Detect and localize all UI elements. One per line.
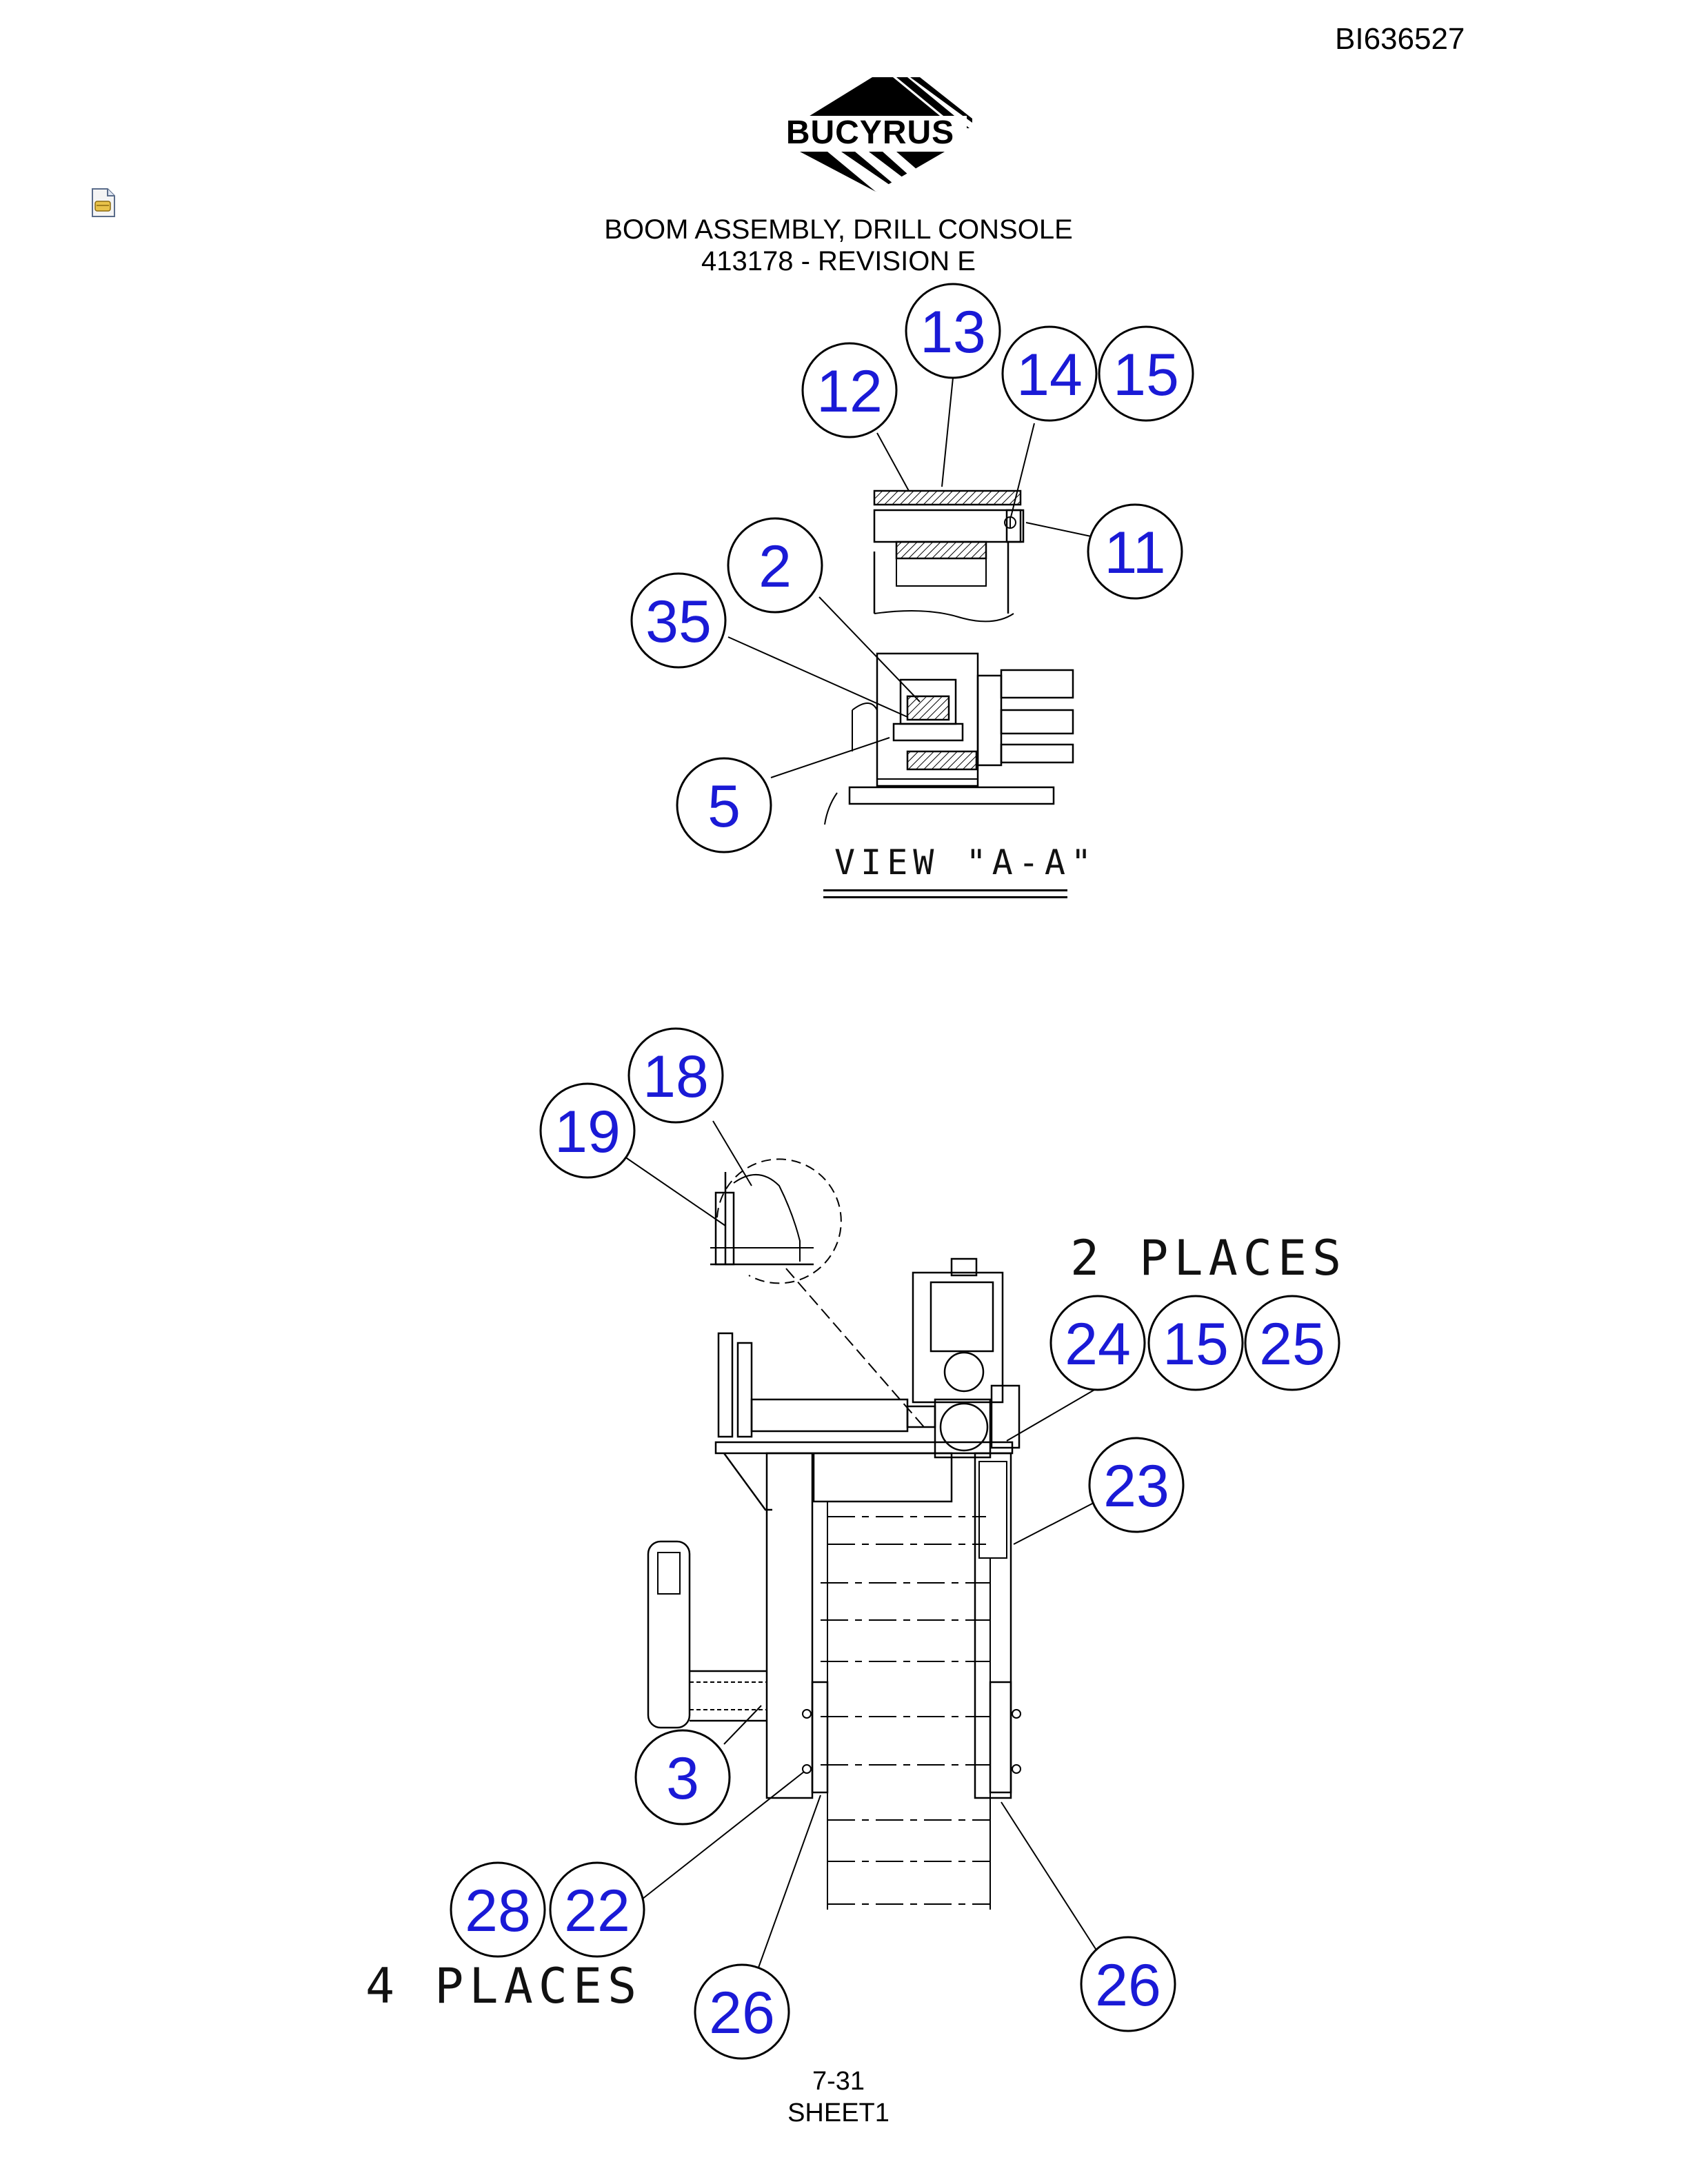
svg-text:5: 5 bbox=[707, 774, 741, 840]
svg-text:14: 14 bbox=[1016, 342, 1083, 408]
balloon-5: 5 bbox=[676, 757, 772, 853]
svg-text:25: 25 bbox=[1259, 1311, 1325, 1377]
view-underline-2 bbox=[823, 896, 1067, 898]
balloon-24: 24 bbox=[1049, 1295, 1146, 1391]
bucyrus-logo-icon: BUCYRUS bbox=[781, 77, 972, 192]
balloon-15-lower: 15 bbox=[1147, 1295, 1244, 1391]
balloon-35: 35 bbox=[630, 572, 727, 669]
balloon-26-right: 26 bbox=[1080, 1936, 1176, 2032]
balloon-23: 23 bbox=[1088, 1437, 1185, 1533]
view-label: VIEW "A-A" bbox=[834, 842, 1098, 882]
svg-text:3: 3 bbox=[666, 1746, 699, 1812]
balloon-12: 12 bbox=[801, 342, 898, 438]
sheet-label: SHEET1 bbox=[787, 2099, 890, 2127]
balloon-11: 11 bbox=[1087, 503, 1183, 600]
balloon-2: 2 bbox=[727, 517, 823, 614]
title-line-2: 413178 - REVISION E bbox=[701, 246, 976, 276]
svg-text:11: 11 bbox=[1104, 520, 1165, 586]
svg-text:24: 24 bbox=[1065, 1311, 1131, 1377]
balloon-15: 15 bbox=[1098, 325, 1194, 422]
svg-text:15: 15 bbox=[1113, 342, 1179, 408]
svg-text:15: 15 bbox=[1163, 1311, 1229, 1377]
balloon-19: 19 bbox=[539, 1082, 636, 1179]
page-number: 7-31 bbox=[812, 2067, 865, 2096]
svg-text:28: 28 bbox=[465, 1878, 531, 1944]
boom-side-view-drawing bbox=[624, 1120, 1101, 1968]
svg-text:22: 22 bbox=[564, 1878, 630, 1944]
four-places-note: 4 PLACES bbox=[365, 1958, 643, 2014]
document-id: BI636527 bbox=[1335, 22, 1465, 56]
title-line-1: BOOM ASSEMBLY, DRILL CONSOLE bbox=[604, 214, 1073, 245]
svg-text:19: 19 bbox=[554, 1099, 621, 1165]
svg-text:26: 26 bbox=[1095, 1952, 1161, 2019]
svg-text:23: 23 bbox=[1103, 1453, 1169, 1519]
balloon-3: 3 bbox=[634, 1729, 731, 1826]
balloon-22: 22 bbox=[549, 1861, 645, 1958]
balloon-13: 13 bbox=[905, 283, 1001, 379]
page-footer: 7-31 SHEET1 bbox=[0, 2065, 1688, 2129]
document-icon[interactable] bbox=[90, 188, 117, 218]
view-a-a-drawing bbox=[727, 377, 1092, 825]
balloon-14: 14 bbox=[1001, 325, 1098, 422]
two-places-note: 2 PLACES bbox=[1070, 1230, 1347, 1286]
balloon-25: 25 bbox=[1244, 1295, 1340, 1391]
balloon-28: 28 bbox=[450, 1861, 546, 1958]
view-underline-1 bbox=[823, 889, 1067, 891]
logo-wordmark: BUCYRUS bbox=[786, 114, 954, 151]
svg-text:35: 35 bbox=[645, 589, 712, 655]
svg-text:2: 2 bbox=[758, 534, 792, 600]
svg-text:13: 13 bbox=[920, 299, 986, 365]
svg-text:12: 12 bbox=[816, 358, 883, 425]
svg-text:18: 18 bbox=[643, 1044, 709, 1110]
balloon-26-left: 26 bbox=[694, 1963, 790, 2060]
balloon-18: 18 bbox=[627, 1027, 724, 1124]
drawing-title: BOOM ASSEMBLY, DRILL CONSOLE 413178 - RE… bbox=[0, 214, 1688, 277]
svg-text:26: 26 bbox=[709, 1980, 775, 2046]
